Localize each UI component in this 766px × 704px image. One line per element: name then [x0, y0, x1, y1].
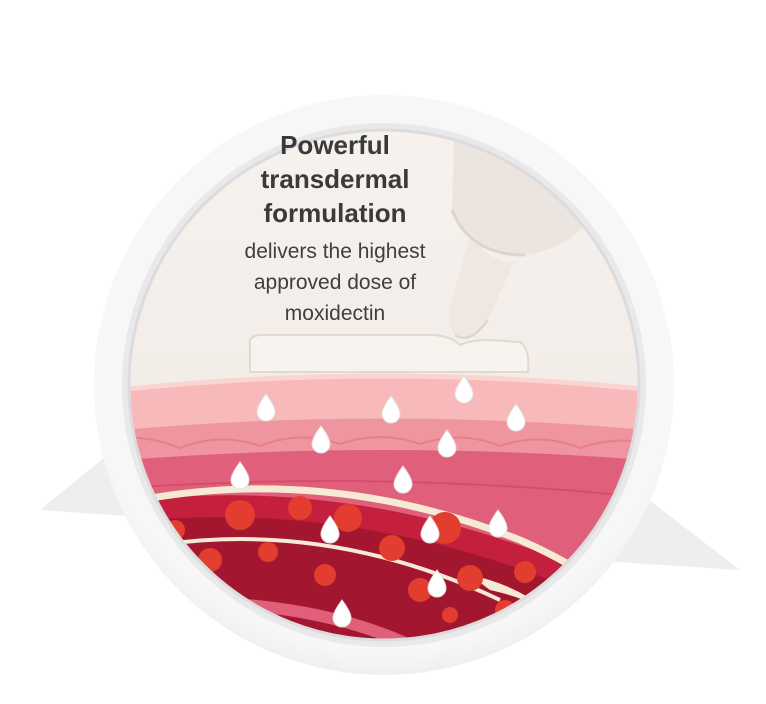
droplet-icon: [393, 465, 413, 494]
callout-subline: delivers the highest approved dose of mo…: [244, 240, 426, 325]
droplet-icon: [488, 509, 508, 538]
droplet-icon: [437, 429, 457, 458]
droplet-icon: [311, 425, 331, 454]
callout-text: Powerful transdermal formulation deliver…: [190, 128, 480, 329]
droplet-icon: [320, 515, 340, 544]
droplet-icon: [256, 393, 276, 422]
droplet-icon: [420, 515, 440, 544]
droplet-icon: [427, 569, 447, 598]
droplet-icon: [506, 403, 526, 432]
droplet-icon: [230, 461, 250, 490]
droplet-icon: [332, 599, 352, 628]
product-puddle: [248, 334, 530, 373]
callout-headline: Powerful transdermal formulation: [260, 130, 410, 228]
droplets: [230, 375, 526, 628]
droplet-icon: [454, 375, 474, 404]
droplet-icon: [381, 395, 401, 424]
